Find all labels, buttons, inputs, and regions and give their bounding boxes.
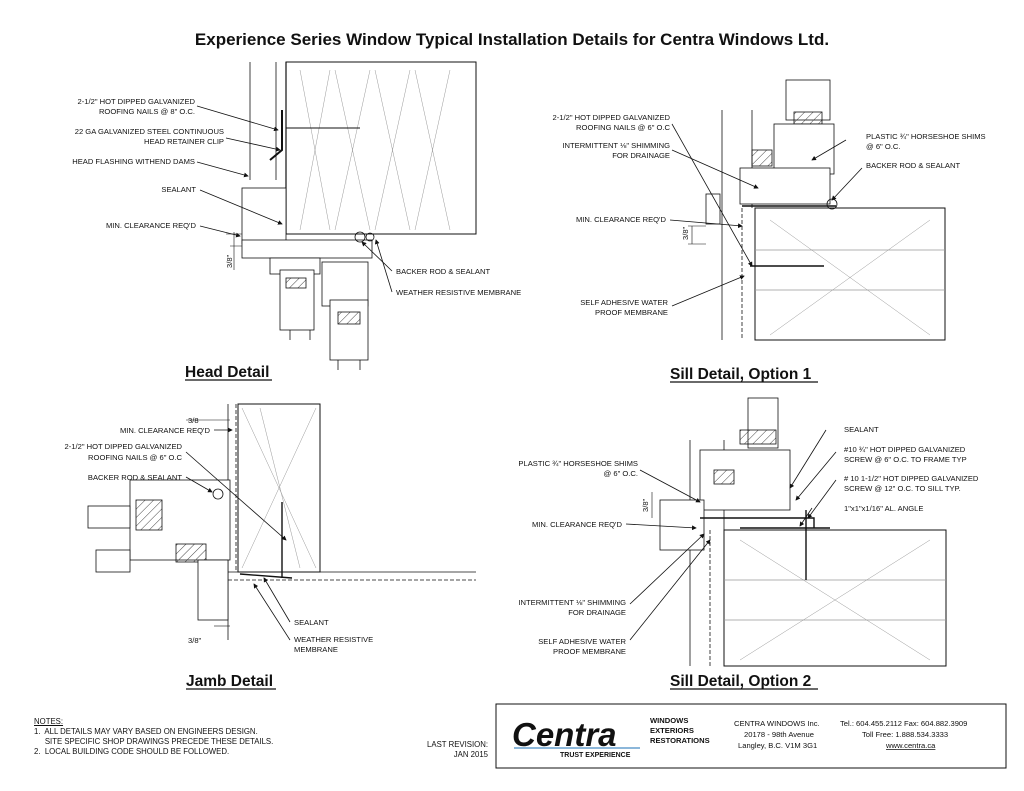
company-city: Langley, B.C. V1M 3G1	[738, 741, 817, 750]
head-label-flashing: HEAD FLASHING WITHEND DAMS	[72, 157, 195, 166]
jamb-label-nails-1: 2-1/2" HOT DIPPED GALVANIZED	[65, 442, 183, 451]
jamb-detail-caption: Jamb Detail	[186, 673, 273, 690]
revision-date: JAN 2015	[453, 750, 488, 759]
sill1-label-backer-rod: BACKER ROD & SEALANT	[866, 161, 960, 170]
logo-slogan: TRUST EXPERIENCE	[560, 752, 631, 759]
jamb-label-clearance: MIN. CLEARANCE REQ'D	[120, 426, 211, 435]
sill2-label-horseshoe-1: PLASTIC ¾" HORSESHOE SHIMS	[518, 459, 638, 468]
sill-detail-1	[669, 79, 946, 341]
sill-detail-2	[625, 397, 947, 667]
notes-block: NOTES: 1. ALL DETAILS MAY VARY BASED ON …	[34, 717, 273, 757]
jamb-detail	[87, 403, 476, 641]
sill1-label-nails-2: ROOFING NAILS @ 6" O.C	[576, 123, 670, 132]
head-label-membrane: WEATHER RESISTIVE MEMBRANE	[396, 288, 521, 297]
sill1-dim: 3/8"	[681, 226, 690, 240]
sill1-label-nails-1: 2-1/2" HOT DIPPED GALVANIZED	[553, 113, 671, 122]
notes-heading: NOTES:	[34, 717, 64, 726]
head-label-sealant: SEALANT	[161, 185, 196, 194]
company-name: CENTRA WINDOWS Inc.	[734, 719, 820, 728]
sill2-label-screw-frame-2: SCREW @ 6" O.C. TO FRAME TYP	[844, 455, 967, 464]
jamb-label-membrane-2: MEMBRANE	[294, 645, 338, 654]
head-detail	[196, 61, 477, 370]
sill2-dim: 3/8"	[641, 498, 650, 512]
sill2-label-screw-sill-1: # 10 1-1/2" HOT DIPPED GALVANIZED	[844, 474, 979, 483]
sill2-label-membrane-2: PROOF MEMBRANE	[553, 647, 626, 656]
sill2-label-screw-sill-2: SCREW @ 12" O.C. TO SILL TYP.	[844, 484, 961, 493]
notes-line-3: 2. LOCAL BUILDING CODE SHOULD BE FOLLOWE…	[34, 747, 230, 756]
centra-logo: Centra WINDOWS EXTERIORS RESTORATIONS TR…	[512, 716, 710, 759]
sill-detail-2-caption: Sill Detail, Option 2	[670, 673, 811, 690]
sill-detail-2-labels: SEALANT #10 ¾" HOT DIPPED GALVANIZED SCR…	[518, 425, 978, 690]
notes-line-2: SITE SPECIFIC SHOP DRAWINGS PRECEDE THES…	[34, 737, 274, 746]
sill1-label-horseshoe-1: PLASTIC ¾" HORSESHOE SHIMS	[866, 132, 986, 141]
logo-tag-windows: WINDOWS	[650, 716, 688, 725]
sill1-label-shim-2: FOR DRAINAGE	[612, 151, 670, 160]
jamb-detail-labels: MIN. CLEARANCE REQ'D 2-1/2" HOT DIPPED G…	[65, 416, 374, 690]
head-label-clip-1: 22 GA GALVANIZED STEEL CONTINUOUS	[75, 127, 224, 136]
company-street: 20178 - 98th Avenue	[744, 730, 814, 739]
sill2-label-membrane-1: SELF ADHESIVE WATER	[538, 637, 626, 646]
company-web: www.centra.ca	[885, 741, 936, 750]
head-label-nails-2: ROOFING NAILS @ 8" O.C.	[99, 107, 195, 116]
jamb-label-backer-rod: BACKER ROD & SEALANT	[88, 473, 182, 482]
sill1-label-clearance: MIN. CLEARANCE REQ'D	[576, 215, 667, 224]
sheet-title: Experience Series Window Typical Install…	[194, 30, 830, 49]
head-dim: 3/8"	[225, 254, 234, 268]
revision-block: LAST REVISION: JAN 2015	[424, 740, 488, 760]
logo-tag-restorations: RESTORATIONS	[650, 736, 710, 745]
sill-detail-1-labels: 2-1/2" HOT DIPPED GALVANIZED ROOFING NAI…	[553, 113, 986, 383]
jamb-label-sealant: SEALANT	[294, 618, 329, 627]
sill2-label-shim-2: FOR DRAINAGE	[568, 608, 626, 617]
sill1-label-horseshoe-2: @ 6" O.C.	[866, 142, 900, 151]
jamb-dim-top: 3/8	[188, 416, 199, 425]
jamb-label-membrane-1: WEATHER RESISTIVE	[294, 635, 373, 644]
sill-detail-1-caption: Sill Detail, Option 1	[670, 366, 812, 383]
sill2-label-shim-1: INTERMITTENT ⅛" SHIMMING	[518, 598, 626, 607]
company-phone: Tel.: 604.455.2112 Fax: 604.882.3909	[840, 719, 967, 728]
jamb-label-nails-2: ROOFING NAILS @ 6" O.C	[88, 453, 182, 462]
sill2-label-sealant: SEALANT	[844, 425, 879, 434]
sill2-label-horseshoe-2: @ 6" O.C.	[604, 469, 638, 478]
title-block: Centra WINDOWS EXTERIORS RESTORATIONS TR…	[495, 703, 1007, 769]
logo-tag-exteriors: EXTERIORS	[650, 726, 694, 735]
head-detail-labels: 2-1/2" HOT DIPPED GALVANIZED ROOFING NAI…	[72, 97, 521, 381]
head-label-nails-1: 2-1/2" HOT DIPPED GALVANIZED	[78, 97, 196, 106]
head-label-clip-2: HEAD RETAINER CLIP	[144, 137, 224, 146]
sill2-label-clearance: MIN. CLEARANCE REQ'D	[532, 520, 623, 529]
sill1-label-membrane-1: SELF ADHESIVE WATER	[580, 298, 668, 307]
notes-line-1: 1. ALL DETAILS MAY VARY BASED ON ENGINEE…	[34, 727, 258, 736]
company-tollfree: Toll Free: 1.888.534.3333	[862, 730, 948, 739]
sill1-label-membrane-2: PROOF MEMBRANE	[595, 308, 668, 317]
revision-label: LAST REVISION:	[427, 740, 488, 749]
sill1-label-shim-1: INTERMITTENT ⅛" SHIMMING	[562, 141, 670, 150]
head-label-backer-rod: BACKER ROD & SEALANT	[396, 267, 490, 276]
sill2-label-screw-frame-1: #10 ¾" HOT DIPPED GALVANIZED	[844, 445, 966, 454]
logo-word: Centra	[512, 716, 617, 753]
head-detail-caption: Head Detail	[185, 364, 269, 381]
jamb-dim-bottom: 3/8"	[188, 636, 202, 645]
head-label-clearance: MIN. CLEARANCE REQ'D	[106, 221, 197, 230]
sill2-label-angle: 1"x1"x1/16" AL. ANGLE	[844, 504, 923, 513]
